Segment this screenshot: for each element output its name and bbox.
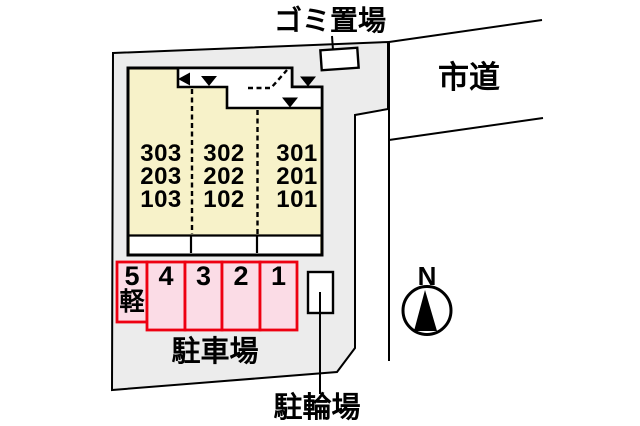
parking-space-kei-tag: 軽 xyxy=(119,288,145,316)
garbage-area-label: ゴミ置場 xyxy=(273,5,386,36)
room-number: 103 xyxy=(140,186,182,213)
parking-space-number: 3 xyxy=(195,261,212,291)
room-number: 302 xyxy=(203,140,245,167)
parking-space-3 xyxy=(183,260,224,332)
garbage-leader-line xyxy=(331,35,334,51)
room-number: 301 xyxy=(276,140,318,167)
garbage-box xyxy=(319,46,360,72)
room-number: 203 xyxy=(140,163,182,190)
room-number: 201 xyxy=(276,163,318,190)
room-number: 101 xyxy=(276,186,318,213)
parking-space-number: 5 xyxy=(124,261,140,291)
parking-space-5 xyxy=(115,260,149,324)
road-edge-upper xyxy=(388,19,543,43)
arrow-down-icon-3 xyxy=(282,97,298,108)
city-road-label: 市道 xyxy=(438,60,500,95)
parking-space-number: 1 xyxy=(270,261,287,291)
parking-space-2 xyxy=(220,260,262,332)
arrow-down-icon-2 xyxy=(300,76,316,87)
arrow-left-icon xyxy=(178,72,190,86)
balcony-strip xyxy=(130,236,320,254)
parking-space-number: 4 xyxy=(158,261,174,291)
bicycle-parking-label: 駐輪場 xyxy=(273,392,361,424)
road-edge-lower xyxy=(388,117,544,141)
compass-n-label: N xyxy=(417,261,437,291)
compass-needle-icon xyxy=(414,290,437,331)
room-number: 102 xyxy=(203,186,245,213)
arrow-down-icon-1 xyxy=(201,76,217,86)
parking-space-number: 2 xyxy=(233,261,249,291)
room-number: 202 xyxy=(203,163,245,190)
parking-lot-label: 駐車場 xyxy=(171,336,259,368)
parking-space-1 xyxy=(258,260,299,332)
room-number: 303 xyxy=(140,140,182,167)
